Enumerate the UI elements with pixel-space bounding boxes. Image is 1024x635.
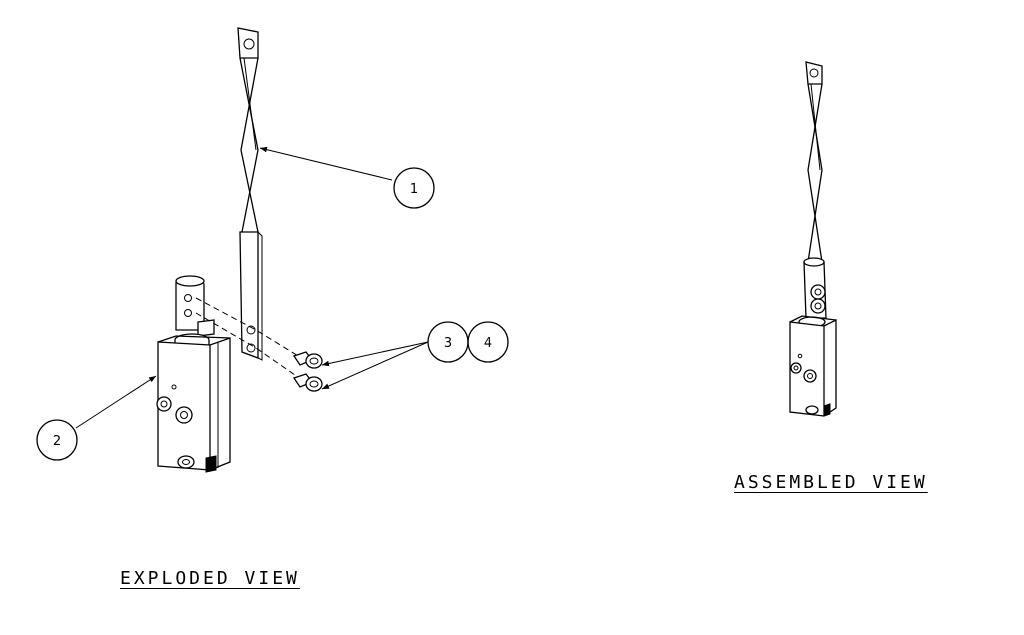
- exploded-view: 1 2 3 4: [36, 27, 509, 473]
- balloon-4-text: 4: [484, 336, 492, 351]
- balloon-1: 1: [393, 167, 435, 209]
- part-2-clamp-body: [156, 275, 231, 473]
- balloon-3-text: 3: [444, 336, 452, 351]
- balloon-4: 4: [467, 321, 509, 363]
- part-1-flexure-blade: [237, 27, 263, 361]
- exploded-view-label: EXPLODED VIEW: [120, 568, 300, 589]
- part-3-4-screws: [195, 297, 323, 392]
- assembled-view-label: ASSEMBLED VIEW: [734, 472, 928, 493]
- balloon-3: 3: [427, 321, 469, 363]
- balloon-2: 2: [36, 419, 78, 461]
- assembled-view: [789, 61, 837, 417]
- balloon-1-text: 1: [410, 182, 418, 197]
- balloon-2-text: 2: [53, 434, 61, 449]
